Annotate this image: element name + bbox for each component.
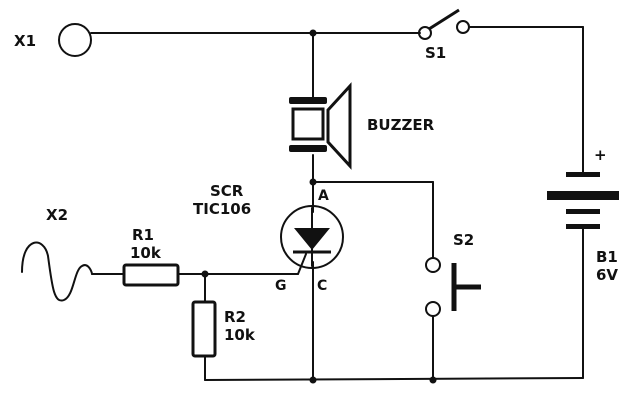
scr-part-number: TIC106: [193, 200, 251, 218]
x1-label: X1: [14, 32, 36, 50]
junction-dots: [201, 29, 437, 384]
wires: [90, 26, 584, 381]
gate-label: G: [275, 278, 287, 294]
resistor-r2: R2 10k: [191, 300, 256, 358]
anode-label: A: [318, 188, 329, 204]
switch-s1: S1: [418, 8, 470, 62]
r2-value: 10k: [224, 326, 256, 344]
resistor-r1: R1 10k: [122, 226, 180, 287]
b1-voltage: 6V: [596, 266, 618, 284]
scr-tic106: SCR TIC106 A G C: [193, 182, 344, 294]
battery-plus: +: [594, 146, 607, 164]
x2-signal-source: X2: [21, 206, 93, 302]
r2-name: R2: [224, 308, 246, 326]
x1-terminal: X1: [14, 23, 92, 57]
r1-name: R1: [132, 226, 154, 244]
battery-b1: + B1 6V: [547, 146, 619, 284]
s1-label: S1: [425, 44, 446, 62]
x2-label: X2: [46, 206, 68, 224]
s2-label: S2: [453, 231, 474, 249]
buzzer-label: BUZZER: [367, 116, 435, 134]
b1-label: B1: [596, 248, 618, 266]
scr-name: SCR: [210, 182, 244, 200]
r1-value: 10k: [130, 244, 162, 262]
switch-s2: S2: [425, 231, 481, 317]
cathode-label: C: [317, 278, 327, 294]
buzzer: BUZZER: [289, 82, 435, 170]
